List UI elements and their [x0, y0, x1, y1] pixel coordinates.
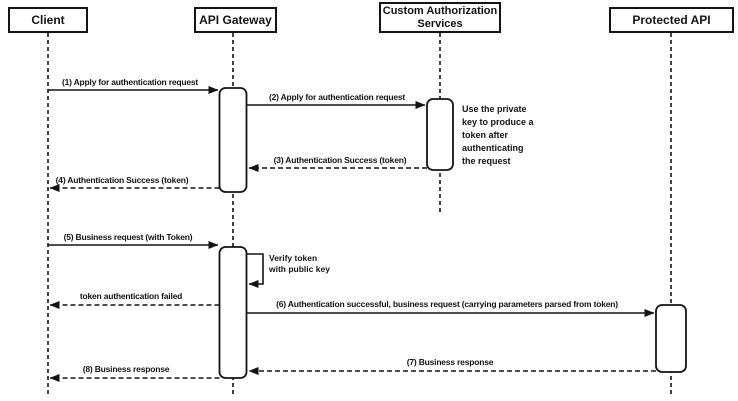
participant-box-client: Client [8, 7, 88, 33]
message-label-8: (8) Business response [82, 364, 170, 374]
message-label-6: (6) Authentication successful, business … [276, 299, 618, 309]
message-label-3: (3) Authentication Success (token) [273, 155, 407, 165]
activation-bar-api-gateway-business [218, 246, 248, 379]
participant-box-custom-authorization-services: Custom Authorization Services [379, 2, 501, 33]
message-arrow-self-verify-token [246, 253, 264, 288]
note-private-key: Use the private key to produce a token a… [462, 104, 534, 166]
participant-box-protected-api: Protected API [609, 7, 734, 33]
activation-bar-api-gateway-auth [218, 87, 248, 193]
activation-bar-protected-api [655, 304, 687, 373]
message-label-7: (7) Business response [406, 357, 494, 367]
participant-box-api-gateway: API Gateway [194, 7, 277, 33]
message-label-1: (1) Apply for authentication request [61, 77, 199, 87]
message-label-4: (4) Authentication Success (token) [55, 175, 189, 185]
message-label-token-failed: token authentication failed [79, 291, 183, 301]
message-label-2: (2) Apply for authentication request [268, 92, 406, 102]
message-label-self-verify-token: Verify token with public key [269, 253, 330, 274]
activation-bar-custom-authorization [426, 98, 454, 171]
message-label-5: (5) Business request (with Token) [63, 232, 193, 242]
